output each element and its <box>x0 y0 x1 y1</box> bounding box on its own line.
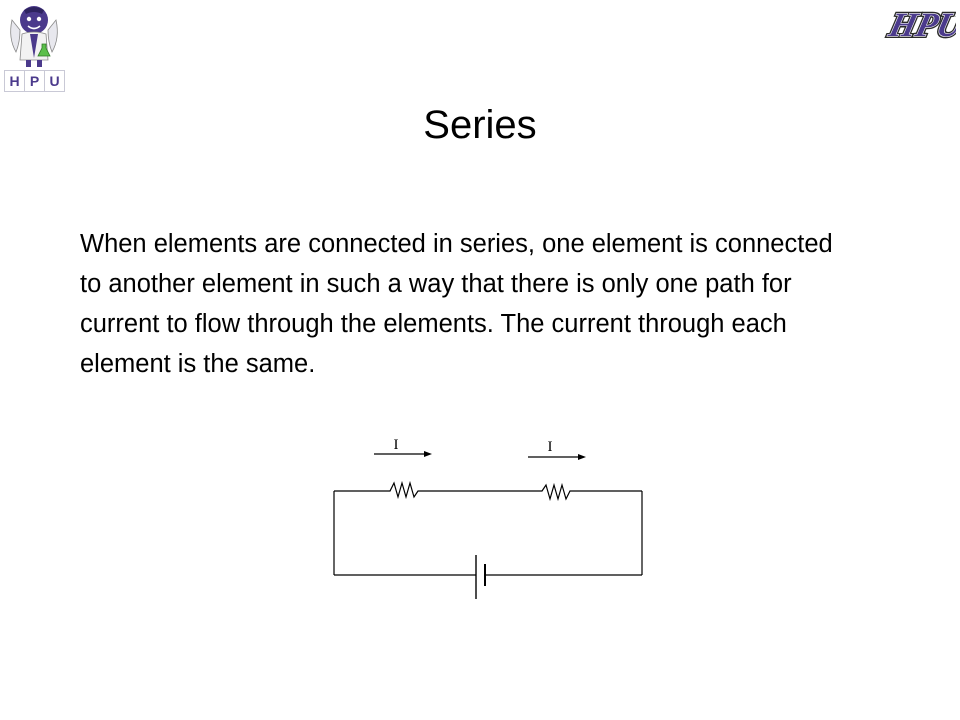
hpu-mascot-logo: H P U <box>2 2 66 94</box>
resistor-2-icon <box>486 482 642 502</box>
series-circuit-diagram: I I <box>333 437 643 599</box>
current-label-2: I <box>548 439 553 455</box>
logo-letter-h: H <box>4 70 25 92</box>
slide-title: Series <box>423 103 537 147</box>
current-label-1: I <box>394 437 399 453</box>
hpu-wordmark-logo: HPU HPU <box>884 4 956 44</box>
hpu-wordmark-text: HPU <box>885 6 956 43</box>
current-arrow-1-icon <box>374 451 432 457</box>
current-arrow-2-icon <box>528 454 586 460</box>
resistor-1-icon <box>334 480 486 500</box>
hpu-letters: H P U <box>4 70 65 92</box>
hpu-wordmark-text-fill: HPU <box>885 6 956 43</box>
logo-letter-p: P <box>24 70 45 92</box>
slide-body-text: When elements are connected in series, o… <box>80 230 833 378</box>
logo-letter-u: U <box>44 70 65 92</box>
battery-icon <box>475 555 486 599</box>
mascot-icon <box>10 6 58 67</box>
